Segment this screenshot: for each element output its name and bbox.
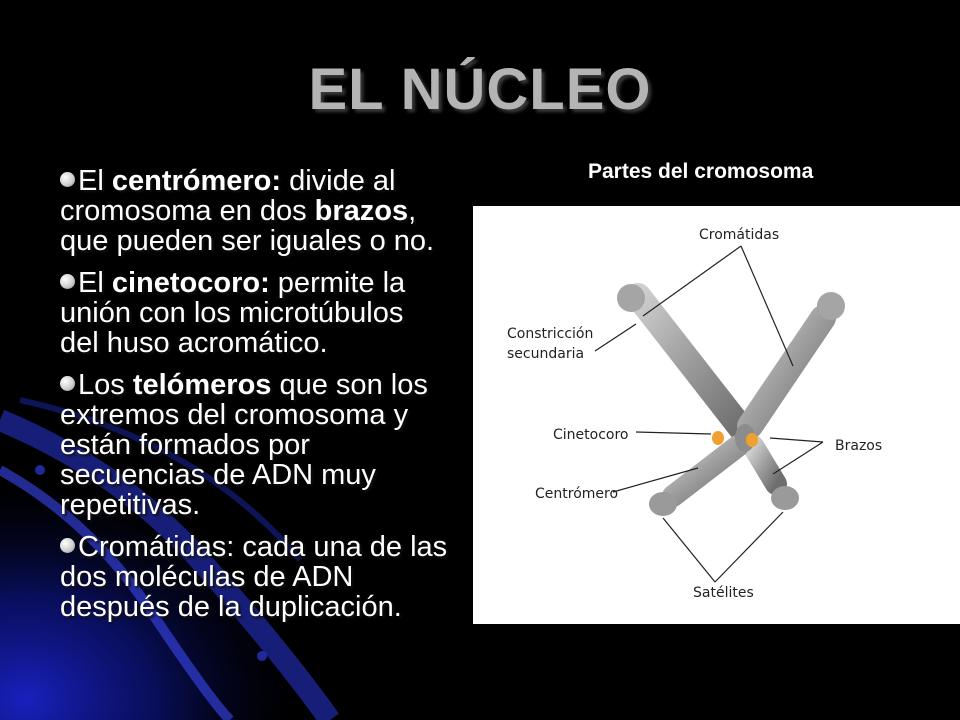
bullet-dot-icon: [60, 274, 75, 289]
chromatid-a: [617, 283, 799, 510]
chromatid-b: [649, 292, 845, 516]
bullet-item: El cinetocoro: permite la unión con los …: [60, 268, 450, 358]
bullet-term: cinetocoro:: [111, 267, 270, 299]
slide-title: EL NÚCLEO: [308, 57, 652, 122]
bullet-term: brazos: [314, 195, 409, 227]
label-cinetocoro: Cinetocoro: [553, 427, 628, 443]
bullet-text: Los: [78, 369, 133, 401]
label-constriccion-1: Constricción: [507, 326, 593, 342]
figure-caption: Partes del cromosoma: [588, 160, 814, 183]
bullet-text: El: [78, 267, 112, 299]
bullet-dot-icon: [60, 172, 75, 187]
bullet-text: divide al cromosoma en dos: [60, 165, 396, 227]
chromosome-diagram: Cromátidas Constricción secundaria Cinet…: [473, 206, 960, 624]
bullet-text: permite la unión con los microtúbulos de…: [60, 267, 406, 359]
bullet-list: El centrómero: divide al cromosoma en do…: [60, 166, 450, 634]
bullet-text: El: [78, 165, 112, 197]
bullet-item: Los telómeros que son los extremos del c…: [60, 370, 450, 520]
label-brazos: Brazos: [835, 438, 882, 454]
bullet-item: El centrómero: divide al cromosoma en do…: [60, 166, 450, 256]
bullet-text: Cromátidas: cada una de las dos molécula…: [60, 531, 448, 623]
label-constriccion-2: secundaria: [507, 346, 584, 362]
bullet-dot-icon: [60, 376, 75, 391]
kinetochore-left: [712, 431, 724, 445]
bullet-term: telómeros: [132, 369, 272, 401]
bullet-term: centrómero:: [111, 165, 282, 197]
bullet-item: Cromátidas: cada una de las dos molécula…: [60, 532, 450, 622]
bullet-text: que son los extremos del cromosoma y est…: [60, 369, 428, 521]
label-centromero: Centrómero: [535, 486, 618, 502]
bullet-dot-icon: [60, 538, 75, 553]
label-cromatidas: Cromátidas: [699, 227, 779, 243]
label-lines: [594, 245, 824, 583]
kinetochore-right: [746, 433, 758, 447]
bullet-text: , que pueden ser iguales o no.: [60, 195, 435, 257]
label-satelites: Satélites: [693, 585, 754, 601]
